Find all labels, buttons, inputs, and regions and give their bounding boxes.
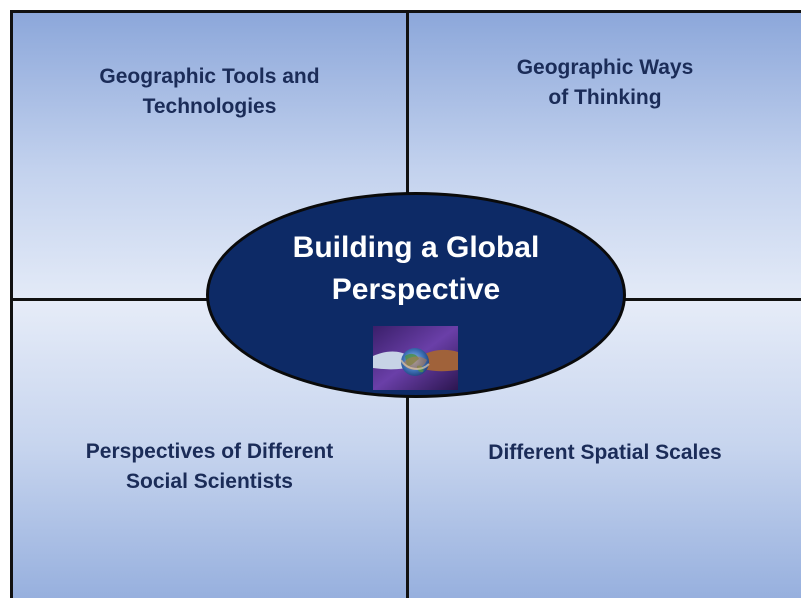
label-line: Geographic Tools and (99, 65, 320, 88)
label-line: Technologies (142, 95, 277, 118)
quadrant-label-tools-technologies: Geographic Tools and Technologies (13, 62, 406, 122)
label-line: Different Spatial Scales (488, 441, 722, 464)
clasped-hands-globe-icon (373, 326, 458, 390)
label-line: Social Scientists (126, 470, 293, 493)
center-title-line: Building a Global (292, 231, 540, 264)
quadrant-label-spatial-scales: Different Spatial Scales (409, 438, 801, 468)
quadrant-label-ways-of-thinking: Geographic Ways of Thinking (409, 53, 801, 113)
center-title-line: Perspective (331, 273, 501, 306)
quadrant-diagram: Geographic Tools and Technologies Geogra… (10, 10, 801, 598)
center-title: Building a Global Perspective (206, 227, 626, 311)
quadrant-label-social-scientists: Perspectives of Different Social Scienti… (13, 437, 406, 497)
label-line: Perspectives of Different (85, 440, 334, 463)
label-line: of Thinking (548, 86, 662, 109)
label-line: Geographic Ways (516, 56, 694, 79)
